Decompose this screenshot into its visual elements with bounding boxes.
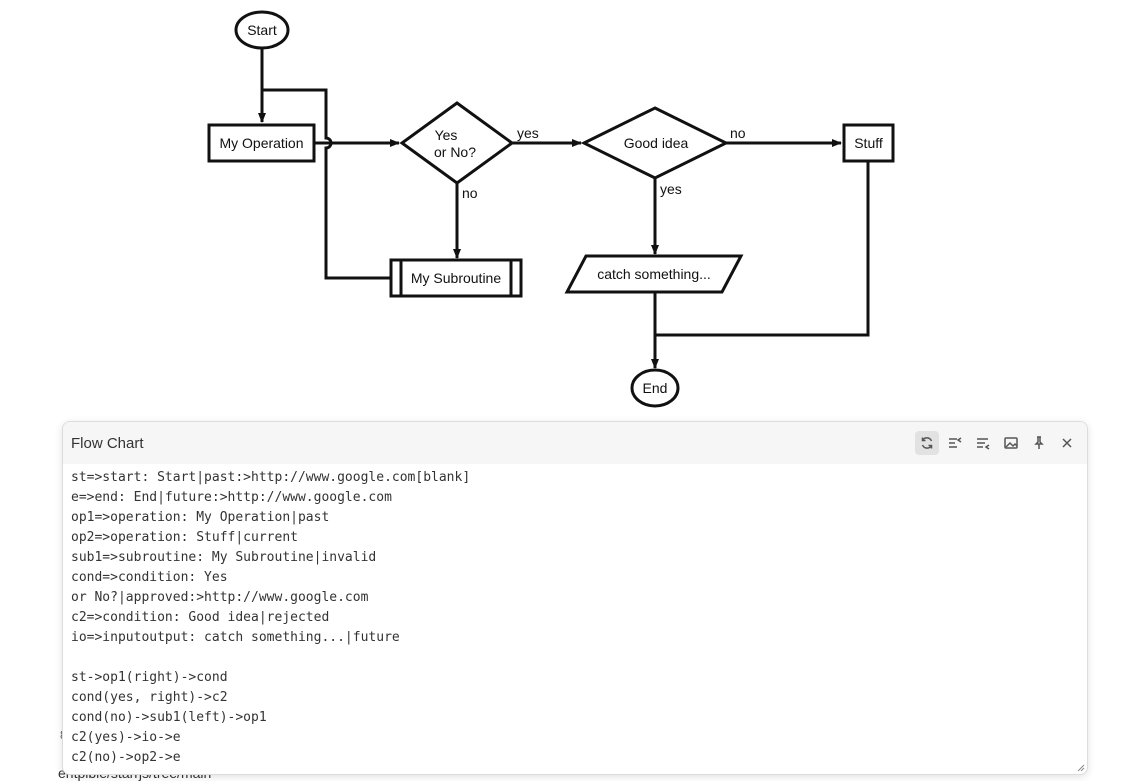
refresh-icon xyxy=(921,437,933,449)
node-op1[interactable]: My Operation xyxy=(207,123,316,163)
code-line: cond(no)->sub1(left)->op1 xyxy=(71,710,267,725)
close-icon xyxy=(1062,438,1072,448)
edge-label-c2-yes: yes xyxy=(660,181,682,197)
node-c2[interactable]: Good idea xyxy=(580,106,730,180)
code-editor[interactable]: st=>start: Start|past:>http://www.google… xyxy=(63,464,1087,770)
node-sub1[interactable]: My Subroutine xyxy=(389,258,523,298)
refresh-button[interactable] xyxy=(915,431,939,455)
node-op1-label: My Operation xyxy=(219,135,303,151)
wrap-icon xyxy=(977,438,990,450)
node-start-label: Start xyxy=(247,22,277,38)
code-line: c2(yes)->io->e xyxy=(71,730,181,745)
edge-label-cond-no: no xyxy=(462,185,478,201)
code-line: or No?|approved:>http://www.google.com xyxy=(71,590,369,605)
collapse-icon xyxy=(949,437,962,448)
node-io-label: catch something... xyxy=(597,266,711,282)
edge-sub1-op1 xyxy=(262,88,391,280)
node-end[interactable]: End xyxy=(630,368,680,408)
node-op2-label: Stuff xyxy=(854,135,883,151)
node-start[interactable]: Start xyxy=(234,10,290,50)
panel-header: Flow Chart xyxy=(63,422,1087,464)
code-line: c2=>condition: Good idea|rejected xyxy=(71,610,330,625)
resize-handle-icon[interactable] xyxy=(1075,762,1085,772)
wrap-button[interactable] xyxy=(971,431,995,455)
code-line: c2(no)->op2->e xyxy=(71,750,181,765)
code-line xyxy=(71,648,1079,668)
code-line: op1=>operation: My Operation|past xyxy=(71,510,330,525)
pin-button[interactable] xyxy=(1027,431,1051,455)
code-line: op2=>operation: Stuff|current xyxy=(71,530,298,545)
node-cond-label-line1: Yes xyxy=(435,127,458,143)
code-line: cond=>condition: Yes xyxy=(71,570,228,585)
close-button[interactable] xyxy=(1055,431,1079,455)
edge-label-c2-no: no xyxy=(730,125,746,141)
image-icon xyxy=(1004,437,1018,449)
flowchart-diagram: Start My Operation Yes or No? Good idea … xyxy=(207,10,895,408)
node-c2-label: Good idea xyxy=(624,135,689,151)
node-end-label: End xyxy=(643,380,668,396)
flowchart-editor-panel: Flow Chart xyxy=(62,421,1088,775)
edge-op2-end xyxy=(655,161,870,337)
code-line: cond(yes, right)->c2 xyxy=(71,690,228,705)
node-cond-label-line2: or No? xyxy=(434,144,476,160)
code-line: st->op1(right)->cond xyxy=(71,670,228,685)
node-sub1-label: My Subroutine xyxy=(411,270,501,286)
code-line: io=>inputoutput: catch something...|futu… xyxy=(71,630,400,645)
export-image-button[interactable] xyxy=(999,431,1023,455)
collapse-button[interactable] xyxy=(943,431,967,455)
code-line: st=>start: Start|past:>http://www.google… xyxy=(71,470,471,485)
edge-label-cond-yes: yes xyxy=(517,125,539,141)
pin-icon xyxy=(1034,436,1044,449)
panel-title: Flow Chart xyxy=(71,434,144,452)
node-io[interactable]: catch something... xyxy=(564,254,744,294)
panel-toolbar xyxy=(915,431,1079,455)
node-op2[interactable]: Stuff xyxy=(842,123,895,163)
code-line: e=>end: End|future:>http://www.google.co… xyxy=(71,490,392,505)
node-cond[interactable]: Yes or No? xyxy=(399,101,515,185)
code-line: sub1=>subroutine: My Subroutine|invalid xyxy=(71,550,377,565)
